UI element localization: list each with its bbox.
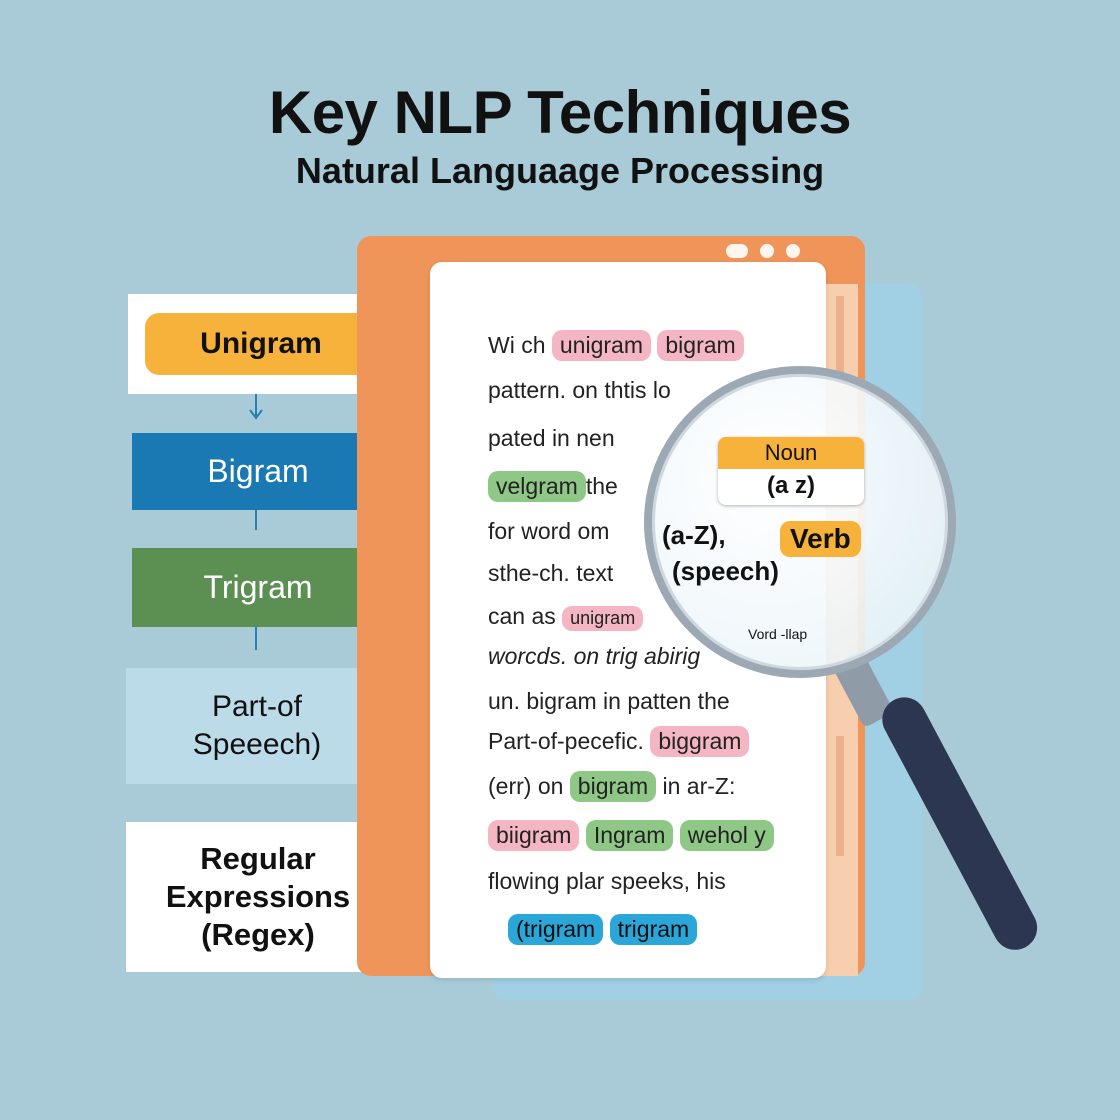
- unigram-tag: unigram: [562, 606, 644, 631]
- doc-line-8: worcds. on trig abirig: [488, 643, 701, 669]
- doc-line-13: flowing plar speeks, his: [488, 868, 726, 894]
- lens-caption: Vord -llap: [748, 626, 808, 642]
- biigram-tag: biigram: [488, 820, 580, 851]
- doc-line-9: un. bigram in patten the: [488, 688, 730, 714]
- doc-line-7: can as unigram: [488, 603, 644, 631]
- regex-label-line3: (Regex): [201, 917, 315, 952]
- bigram-box: Bigram: [132, 433, 384, 510]
- velgram-tag: velgram: [488, 471, 586, 502]
- doc-text: can as: [488, 603, 556, 629]
- ingram-tag: Ingram: [585, 820, 674, 851]
- page-title: Key NLP Techniques: [268, 79, 852, 146]
- noun-label: Noun: [718, 437, 864, 469]
- window-dots: [726, 244, 812, 263]
- noun-pattern: (a z): [767, 472, 815, 499]
- dot-icon: [726, 244, 748, 258]
- wehol-tag: wehol y: [679, 820, 774, 851]
- doc-line-14: (trigram trigram: [508, 914, 698, 945]
- strip-marks-top: [836, 296, 844, 376]
- doc-text: in ar-Z:: [662, 773, 736, 799]
- regex-box: Regular Expressions (Regex): [126, 822, 390, 972]
- doc-text: Part-of-pecefic.: [488, 728, 644, 754]
- speech-text: (speech): [672, 556, 779, 586]
- strip-marks-bottom: [836, 736, 844, 856]
- doc-text: (err) on: [488, 773, 564, 799]
- pos-label-line1: Part-of: [211, 690, 303, 723]
- doc-line-12: biigram Ingram wehol y: [488, 820, 774, 851]
- bigram-tag: bigram: [569, 771, 657, 802]
- trigram-tag: trigram: [609, 914, 698, 945]
- doc-line-1: Wi ch unigram bigram: [488, 330, 744, 361]
- doc-line-2: pattern. on thtis lo: [488, 377, 671, 403]
- pos-label-line2: Speeech): [192, 728, 322, 761]
- regex-label-line1: Regular: [200, 841, 316, 876]
- unigram-tag: unigram: [551, 330, 651, 361]
- unigram-callout: Unigram: [128, 294, 394, 394]
- doc-text: Wi ch: [488, 332, 546, 358]
- doc-line-6: sthe-ch. text: [488, 560, 614, 586]
- regex-range-text: (a-Z),: [662, 520, 726, 550]
- connector-arrow: [249, 409, 263, 420]
- doc-line-11: (err) on bigram in ar-Z:: [488, 771, 735, 802]
- dot-icon: [760, 244, 774, 258]
- verb-label: Verb: [780, 521, 861, 557]
- doc-line-10: Part-of-pecefic. biggram: [488, 726, 750, 757]
- trigram-tag: (trigram: [508, 914, 604, 945]
- bigram-tag: bigram: [657, 330, 744, 361]
- doc-text: the: [585, 473, 618, 499]
- trigram-box: Trigram: [132, 548, 384, 627]
- dot-icon: [786, 244, 800, 258]
- noun-card: Noun (a z): [718, 437, 864, 505]
- part-of-speech-box: Part-of Speeech): [126, 668, 388, 784]
- regex-label-line2: Expressions: [165, 879, 351, 914]
- biggram-tag: biggram: [650, 726, 750, 757]
- doc-line-5: for word om: [488, 518, 610, 544]
- unigram-label: Unigram: [145, 313, 377, 375]
- page-subtitle: Natural Languaage Processing: [295, 150, 825, 191]
- doc-line-3: pated in nen: [488, 425, 615, 451]
